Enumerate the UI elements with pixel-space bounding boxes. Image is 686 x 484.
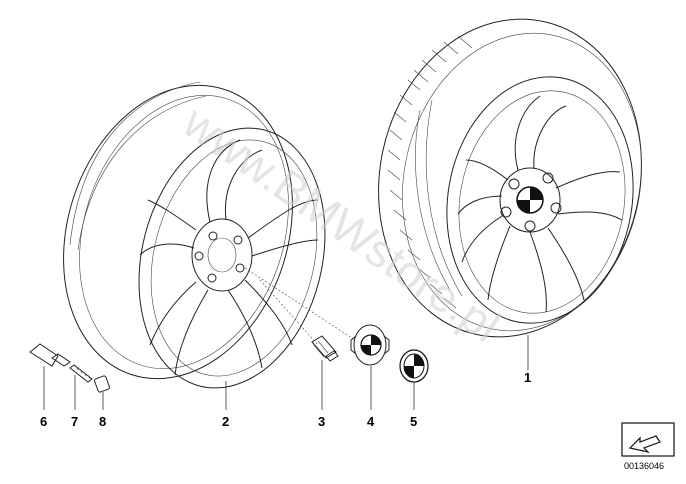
diagram-ref-number: 00136046 [624, 461, 664, 471]
wheel-assembly-drawing [378, 18, 642, 370]
callout-4: 4 [367, 414, 375, 429]
rim-drawing [63, 81, 326, 410]
bmw-roundel-icon [516, 186, 544, 214]
wheel-bolt-drawing [259, 279, 339, 410]
callout-3: 3 [318, 414, 325, 429]
hub-cap-drawing [244, 267, 390, 410]
callout-2: 2 [222, 414, 229, 429]
callout-8: 8 [99, 414, 106, 429]
callout-5: 5 [410, 414, 417, 429]
emblem-drawing [399, 349, 429, 410]
callout-6: 6 [40, 414, 47, 429]
arrow-icon[interactable] [621, 422, 675, 457]
valve-drawing [29, 343, 110, 410]
callout-1: 1 [524, 370, 531, 385]
callout-7: 7 [71, 414, 78, 429]
